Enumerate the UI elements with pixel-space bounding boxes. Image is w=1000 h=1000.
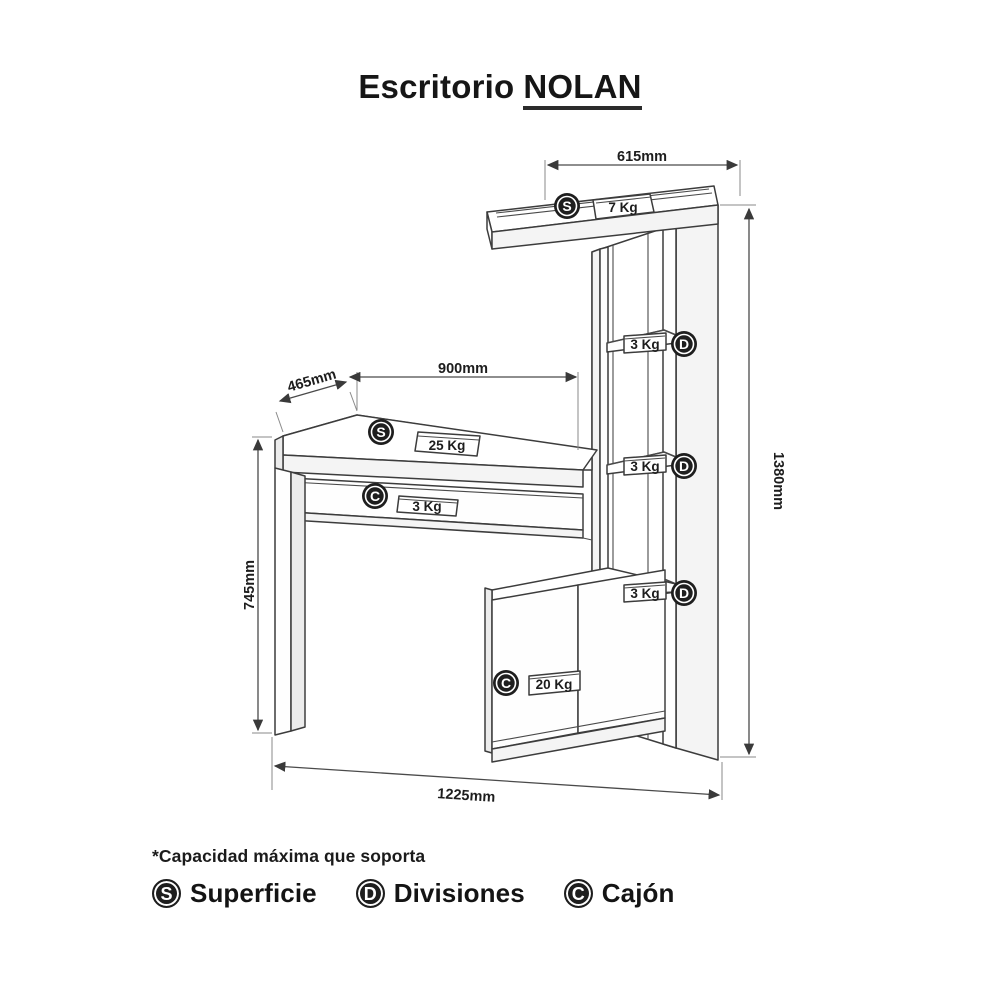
capacity-tag-desk-surface: S 25 Kg <box>368 419 481 457</box>
dimension-top-shelf-width: 615mm <box>544 149 741 200</box>
capacity-tag-drawer: C 3 Kg <box>362 483 459 517</box>
badge-d-icon: D <box>355 879 385 908</box>
capacity-tag-shelf-upper: D 3 Kg <box>623 331 697 357</box>
capacity-value-desk-surface: 25 Kg <box>429 438 466 453</box>
dimension-label-900: 900mm <box>438 361 488 377</box>
capacity-value-top-shelf: 7 Kg <box>608 200 637 215</box>
legend-label-superficie: Superficie <box>190 878 317 908</box>
legend-item-cajon: C Cajón <box>563 878 675 909</box>
dimension-total-height: 1380mm <box>720 204 786 758</box>
capacity-tag-shelf-middle: D 3 Kg <box>623 453 697 479</box>
capacity-value-drawer: 3 Kg <box>412 499 441 514</box>
badge-letter-s-desk: S <box>376 424 385 440</box>
bottom-cabinet <box>484 567 677 763</box>
capacity-value-shelf-lower: 3 Kg <box>630 586 659 601</box>
legend-item-divisiones: D Divisiones <box>355 878 525 909</box>
badge-letter-d-lower: D <box>679 585 689 601</box>
capacity-value-shelf-upper: 3 Kg <box>630 337 659 352</box>
dimension-label-745: 745mm <box>242 560 258 610</box>
badge-s-icon: S <box>152 879 181 908</box>
capacity-tag-top-shelf: S 7 Kg <box>554 193 655 220</box>
badge-letter-s-top: S <box>562 198 571 214</box>
legend: *Capacidad máxima que soporta S Superfic… <box>152 846 852 909</box>
badge-letter-d-upper: D <box>679 336 689 352</box>
capacity-tag-shelf-lower: D 3 Kg <box>623 580 697 606</box>
capacity-tag-cabinet: C 20 Kg <box>493 670 581 696</box>
desk-left-leg-panel <box>274 467 306 736</box>
capacity-value-shelf-middle: 3 Kg <box>630 459 659 474</box>
badge-letter-c-cabinet: C <box>501 675 511 691</box>
dimension-label-1380: 1380mm <box>770 452 786 510</box>
legend-item-superficie: S Superficie <box>152 878 317 909</box>
dimension-total-width: 1225mm <box>271 737 723 806</box>
legend-label-cajon: Cajón <box>601 878 675 908</box>
legend-note: *Capacidad máxima que soporta <box>152 846 426 866</box>
desk-to-tower-joint <box>582 537 593 541</box>
badge-letter-c-drawer: C <box>370 488 380 504</box>
badge-c-icon: C <box>563 879 593 908</box>
badge-letter-d-middle: D <box>679 458 689 474</box>
dimension-desk-width: 900mm <box>348 361 579 450</box>
capacity-value-cabinet: 20 Kg <box>536 677 573 692</box>
dimension-label-1225: 1225mm <box>437 786 496 806</box>
tower-right-side-panel <box>675 204 719 761</box>
dimension-desk-height: 745mm <box>242 436 272 734</box>
legend-items: S Superficie D Divisiones C Cajón <box>152 878 852 909</box>
dimension-label-615: 615mm <box>617 149 667 165</box>
legend-label-divisiones: Divisiones <box>393 878 525 908</box>
